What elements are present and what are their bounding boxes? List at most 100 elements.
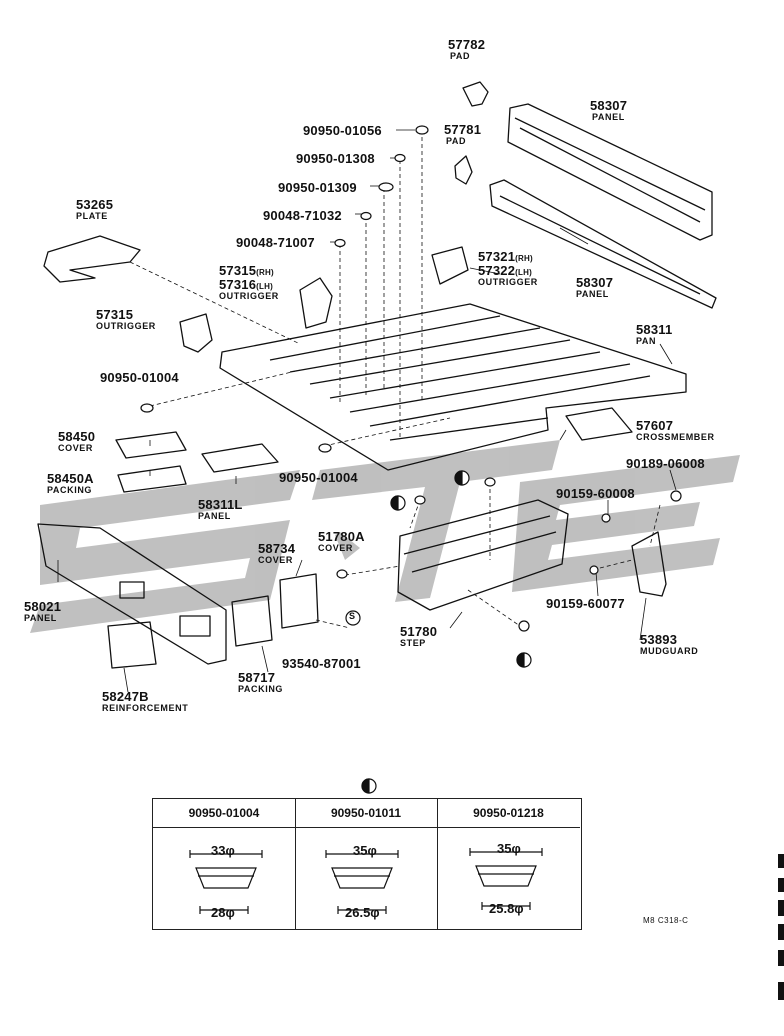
part-number-58311l: 58311L bbox=[198, 497, 243, 512]
clip-71007-icon bbox=[334, 238, 346, 248]
part-number-58021: 58021 bbox=[24, 599, 62, 614]
part-name-58307-upper: PANEL bbox=[592, 112, 625, 122]
part-name-57782: PAD bbox=[450, 51, 471, 61]
outrigger-57315-shape bbox=[179, 313, 213, 353]
edge-mark bbox=[778, 900, 784, 916]
part-name-58450: COVER bbox=[58, 443, 94, 453]
edge-mark bbox=[778, 982, 784, 1000]
part-name-58450a: PACKING bbox=[47, 485, 93, 495]
part-number-90048-71032: 90048-71032 bbox=[263, 208, 342, 223]
part-name-58311: PAN bbox=[636, 336, 657, 346]
part-number-57315-rh: 57315(RH) bbox=[219, 263, 274, 278]
outer-diameter-01218: 35φ bbox=[497, 841, 521, 856]
part-number-57321: 57321(RH) bbox=[478, 249, 533, 264]
bolt-60077-icon bbox=[589, 565, 599, 575]
part-name-53893: MUDGUARD bbox=[640, 646, 699, 656]
part-name-58307-lower: PANEL bbox=[576, 289, 609, 299]
part-number-53265: 53265 bbox=[76, 197, 114, 212]
part-number-58247b: 58247B bbox=[102, 689, 149, 704]
outer-diameter-01004: 33φ bbox=[211, 843, 235, 858]
part-name-58717: PACKING bbox=[238, 684, 284, 694]
table-header-01011: 90950-01011 bbox=[295, 799, 437, 828]
crossmember-57607-shape bbox=[565, 407, 633, 441]
plug-01309-icon bbox=[378, 182, 394, 192]
part-name-58311l: PANEL bbox=[198, 511, 231, 521]
part-number-57316: 57316(LH) bbox=[219, 277, 273, 292]
plug-01004a-icon bbox=[140, 403, 154, 413]
bolt-60008-icon bbox=[601, 513, 611, 523]
part-number-90189-06008: 90189-06008 bbox=[626, 456, 705, 471]
part-number-58311: 58311 bbox=[636, 322, 673, 337]
table-divider bbox=[437, 799, 438, 929]
reinforcement-58247b-shape bbox=[107, 621, 157, 669]
outrigger-57316-shape bbox=[299, 277, 333, 329]
part-name-51780: STEP bbox=[400, 638, 426, 648]
part-number-93540-87001: 93540-87001 bbox=[282, 656, 361, 671]
table-header-01218: 90950-01218 bbox=[437, 799, 580, 828]
packing-58450a-shape bbox=[117, 465, 187, 493]
part-number-57315: 57315 bbox=[96, 307, 134, 322]
part-number-58734: 58734 bbox=[258, 541, 296, 556]
s-callout-icon bbox=[345, 610, 361, 626]
part-number-57781: 57781 bbox=[444, 122, 482, 137]
part-number-58307-upper: 58307 bbox=[590, 98, 628, 113]
cover-58450-shape bbox=[115, 431, 187, 459]
part-number-57607: 57607 bbox=[636, 418, 674, 433]
part-number-57322: 57322(LH) bbox=[478, 263, 532, 278]
part-number-90048-71007: 90048-71007 bbox=[236, 235, 315, 250]
panel-58307-upper-shape bbox=[507, 103, 713, 241]
clip-06008-icon bbox=[670, 490, 682, 502]
plug-01004b-icon bbox=[318, 443, 332, 453]
cover-51780a-icon bbox=[336, 569, 348, 579]
pad-57781-shape bbox=[454, 155, 473, 185]
part-number-57782: 57782 bbox=[448, 37, 486, 52]
drawing-code: M8 C318-C bbox=[643, 916, 689, 925]
part-number-51780a: 51780A bbox=[318, 529, 365, 544]
mudguard-53893-shape bbox=[631, 531, 667, 597]
edge-mark bbox=[778, 950, 784, 966]
part-name-58021: PANEL bbox=[24, 613, 57, 623]
part-number-58450: 58450 bbox=[58, 429, 96, 444]
cover-58734-shape bbox=[279, 573, 319, 629]
part-number-90950-01308: 90950-01308 bbox=[296, 151, 375, 166]
part-number-90159-60077: 90159-60077 bbox=[546, 596, 625, 611]
plug-01308-icon bbox=[394, 153, 406, 163]
part-name-57607: CROSSMEMBER bbox=[636, 432, 715, 442]
part-number-90950-01056: 90950-01056 bbox=[303, 123, 382, 138]
panel-58311l-shape bbox=[201, 443, 279, 473]
table-divider bbox=[295, 799, 296, 929]
plug-01056-icon bbox=[415, 125, 429, 135]
outrigger-57322-shape bbox=[431, 246, 469, 285]
panel-58021-shape bbox=[37, 523, 227, 665]
part-name-57315: OUTRIGGER bbox=[96, 321, 156, 331]
panel-58307-lower-shape bbox=[489, 179, 717, 309]
clip-71032-icon bbox=[360, 211, 372, 221]
table-header-01004: 90950-01004 bbox=[153, 799, 295, 828]
part-name-53265: PLATE bbox=[76, 211, 108, 221]
part-number-90950-01004-upper: 90950-01004 bbox=[100, 370, 179, 385]
s-callout-letter: S bbox=[349, 611, 356, 621]
part-name-57781: PAD bbox=[446, 136, 467, 146]
edge-mark bbox=[778, 878, 784, 892]
pad-57782-shape bbox=[462, 81, 489, 107]
part-name-58734: COVER bbox=[258, 555, 294, 565]
step-51780-shape bbox=[397, 499, 569, 611]
plate-53265-shape bbox=[43, 235, 141, 283]
part-name-51780a: COVER bbox=[318, 543, 354, 553]
part-number-58307-lower: 58307 bbox=[576, 275, 614, 290]
part-name-57316: OUTRIGGER bbox=[219, 291, 279, 301]
inner-diameter-01011: 26.5φ bbox=[345, 905, 380, 920]
part-number-51780: 51780 bbox=[400, 624, 438, 639]
outer-diameter-01011: 35φ bbox=[353, 843, 377, 858]
inner-diameter-01004: 28φ bbox=[211, 905, 235, 920]
part-number-90950-01309: 90950-01309 bbox=[278, 180, 357, 195]
edge-mark bbox=[778, 924, 784, 940]
pan-58311-shape bbox=[219, 303, 687, 471]
part-number-53893: 53893 bbox=[640, 632, 678, 647]
part-name-57322: OUTRIGGER bbox=[478, 277, 538, 287]
part-number-58717: 58717 bbox=[238, 670, 276, 685]
part-number-58450a: 58450A bbox=[47, 471, 94, 486]
